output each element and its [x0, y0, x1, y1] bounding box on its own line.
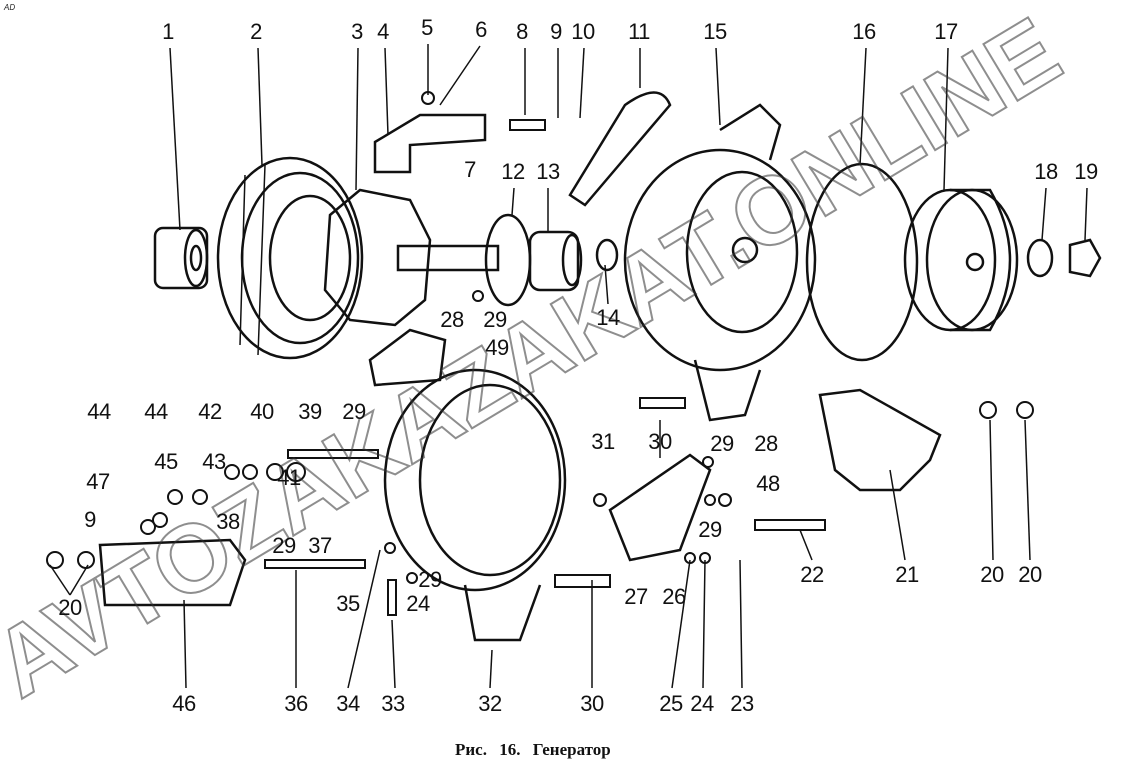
adjusting-strap-11	[568, 91, 672, 207]
part-label-28: 28	[440, 307, 464, 332]
bracket-46	[98, 538, 247, 607]
part-label-29: 29	[483, 307, 507, 332]
washer-18	[1026, 238, 1054, 278]
part-label-14: 14	[596, 305, 620, 330]
part-label-25: 25	[659, 691, 683, 716]
corner-mark: AD	[4, 3, 16, 12]
bracket-21	[818, 388, 942, 492]
part-label-18: 18	[1034, 159, 1058, 184]
part-label-29: 29	[698, 517, 722, 542]
part-label-35: 35	[336, 591, 360, 616]
part-label-29: 29	[710, 431, 734, 456]
part-label-9: 9	[550, 19, 562, 44]
rotor-3	[323, 188, 500, 327]
bearing-1	[153, 226, 209, 290]
part-label-5: 5	[421, 15, 433, 40]
pulley-17	[903, 188, 1019, 332]
bearing-13	[528, 230, 583, 292]
part-label-31: 31	[591, 429, 615, 454]
part-label-47: 47	[86, 469, 110, 494]
part-label-24: 24	[690, 691, 714, 716]
brush-holder-27	[608, 453, 712, 562]
part-label-30: 30	[648, 429, 672, 454]
part-label-30: 30	[580, 691, 604, 716]
part-label-43: 43	[202, 449, 226, 474]
part-label-27: 27	[624, 584, 648, 609]
part-label-9: 9	[84, 507, 96, 532]
part-label-15: 15	[703, 19, 727, 44]
part-label-13: 13	[536, 159, 560, 184]
part-label-17: 17	[934, 19, 958, 44]
part-label-41: 41	[277, 465, 301, 490]
part-label-26: 26	[662, 584, 686, 609]
part-label-23: 23	[730, 691, 754, 716]
part-label-11: 11	[628, 19, 650, 44]
stator-2	[216, 156, 364, 360]
part-label-1: 1	[162, 19, 174, 44]
part-label-44: 44	[87, 399, 111, 424]
part-label-46: 46	[172, 691, 196, 716]
part-label-44: 44	[144, 399, 168, 424]
part-label-20: 20	[58, 595, 82, 620]
part-label-28: 28	[754, 431, 778, 456]
part-label-20: 20	[980, 562, 1004, 587]
part-label-49: 49	[485, 335, 509, 360]
part-label-36: 36	[284, 691, 308, 716]
nut-19	[1068, 238, 1102, 278]
part-label-22: 22	[800, 562, 824, 587]
spacer-14	[595, 238, 619, 272]
part-label-20: 20	[1018, 562, 1042, 587]
part-label-48: 48	[756, 471, 780, 496]
bolts	[264, 119, 826, 616]
part-label-29: 29	[342, 399, 366, 424]
part-label-39: 39	[298, 399, 322, 424]
part-label-24: 24	[406, 591, 430, 616]
part-label-38: 38	[216, 509, 240, 534]
part-label-37: 37	[308, 533, 332, 558]
fan-16	[805, 162, 919, 362]
part-label-7: 7	[464, 157, 476, 182]
part-label-32: 32	[478, 691, 502, 716]
bracket-4	[373, 113, 487, 174]
part-label-19: 19	[1074, 159, 1098, 184]
part-label-29: 29	[272, 533, 296, 558]
fan-12	[484, 213, 532, 307]
leader-lines	[49, 44, 1088, 689]
part-label-12: 12	[501, 159, 525, 184]
regulator-49	[368, 328, 447, 387]
part-label-4: 4	[377, 19, 389, 44]
front-cover-15	[623, 103, 817, 422]
part-label-34: 34	[336, 691, 360, 716]
part-label-21: 21	[895, 562, 919, 587]
part-label-42: 42	[198, 399, 222, 424]
part-label-3: 3	[351, 19, 363, 44]
part-label-33: 33	[381, 691, 405, 716]
part-label-8: 8	[516, 19, 528, 44]
part-label-10: 10	[571, 19, 595, 44]
nuts-washers	[46, 91, 1034, 584]
part-label-40: 40	[250, 399, 274, 424]
part-label-2: 2	[250, 19, 262, 44]
part-label-45: 45	[154, 449, 178, 474]
part-label-16: 16	[852, 19, 876, 44]
figure-caption: Рис. 16. Генератор	[455, 740, 611, 759]
part-label-6: 6	[475, 17, 487, 42]
rear-cover-32	[383, 368, 567, 642]
part-label-29: 29	[418, 567, 442, 592]
